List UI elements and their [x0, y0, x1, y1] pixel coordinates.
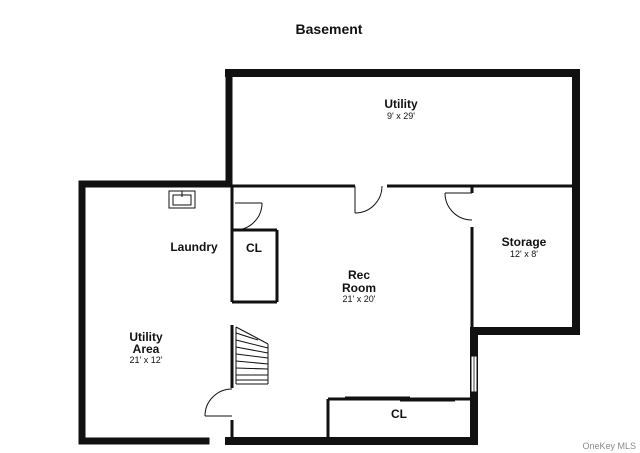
- room-dimensions: 12' x 8': [510, 249, 538, 259]
- sliding-closet-doors: [345, 396, 455, 402]
- sink-icon: [168, 190, 196, 209]
- room-name-line2: Area: [133, 342, 160, 356]
- room-laundry: Laundry: [170, 240, 218, 254]
- stairs: [235, 326, 269, 385]
- room-name: Utility: [384, 97, 418, 111]
- room-dimensions: 21' x 12': [130, 355, 163, 365]
- room-storage: Storage 12' x 8': [502, 235, 547, 259]
- room-name-line2: Room: [342, 281, 376, 295]
- room-name: CL: [391, 407, 407, 421]
- interior-walls: [229, 184, 576, 441]
- room-name-line1: Rec: [348, 268, 370, 282]
- room-name: CL: [246, 241, 262, 255]
- door-utility-swing: [354, 185, 383, 214]
- doors: [204, 185, 473, 417]
- exterior-walls: [78, 69, 580, 445]
- room-closet-left: CL: [246, 241, 262, 255]
- room-dimensions: 21' x 20': [343, 294, 376, 304]
- room-name: Laundry: [170, 240, 218, 254]
- watermark: OneKey MLS: [582, 441, 636, 451]
- floor-title: Basement: [296, 21, 363, 37]
- door-storage-swing: [444, 192, 473, 221]
- room-rec-room: Rec Room 21' x 20': [342, 268, 376, 304]
- door-closet-swing: [234, 202, 263, 231]
- room-closet-bottom: CL: [391, 407, 407, 421]
- room-name-line1: Utility: [129, 330, 163, 344]
- door-utility-area-swing: [204, 388, 233, 417]
- room-dimensions: 9' x 29': [387, 111, 415, 121]
- room-utility-area: Utility Area 21' x 12': [129, 330, 163, 365]
- room-name: Storage: [502, 235, 547, 249]
- room-utility: Utility 9' x 29': [384, 97, 418, 121]
